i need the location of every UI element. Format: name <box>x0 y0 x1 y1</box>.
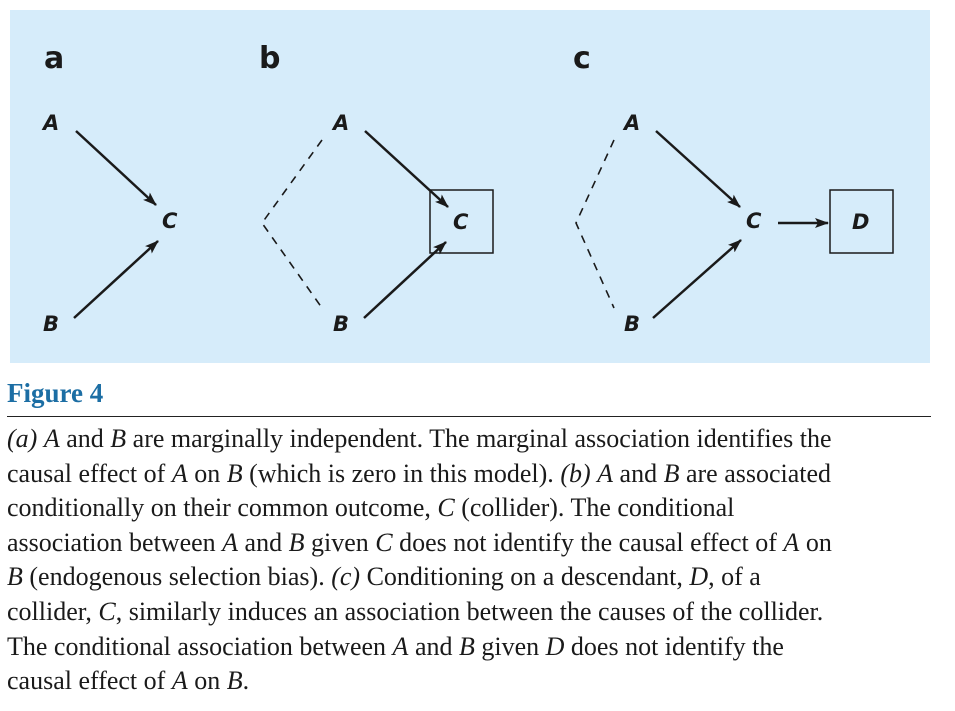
node-b: B <box>624 312 640 336</box>
caption-italic-run: D <box>689 562 709 592</box>
panel-letter-a: a <box>44 41 64 76</box>
caption-italic-run: C <box>437 493 455 523</box>
caption-text-run: , of a <box>708 562 761 592</box>
caption-line: (a) A and B are marginally independent. … <box>7 422 942 457</box>
caption-line: collider, C, similarly induces an associ… <box>7 595 942 630</box>
caption-text-run: Conditioning on a descendant, <box>360 562 690 592</box>
causal-diagrams: a A C B b A C B c A C B D <box>41 41 894 336</box>
caption-italic-run: A <box>171 458 188 488</box>
caption-italic-run: (a) <box>7 424 38 453</box>
figure-label: Figure 4 <box>7 378 104 408</box>
caption-italic-run: C <box>98 596 116 626</box>
caption-italic-run: B <box>226 666 243 696</box>
caption-italic-run: C <box>375 527 393 557</box>
caption-text-run: (collider). The conditional <box>454 493 735 523</box>
caption-italic-run: A <box>43 424 60 453</box>
caption-italic-run: B <box>458 631 475 661</box>
panel-b: b A C B <box>259 41 494 336</box>
caption-text-run: does not identify the <box>564 631 784 661</box>
caption-text-run: , similarly induces an association betwe… <box>115 596 824 626</box>
induced-association <box>261 139 323 309</box>
node-a: A <box>331 111 349 135</box>
caption-text-run: are marginally independent. The marginal… <box>126 424 832 453</box>
node-b: B <box>333 312 349 336</box>
caption-italic-run: A <box>392 631 409 661</box>
caption-line: The conditional association between A an… <box>7 630 942 665</box>
panel-a: a A C B <box>41 41 178 336</box>
caption-text-run: causal effect of <box>7 458 172 488</box>
caption-italic-run: B <box>7 562 23 592</box>
node-a: A <box>622 111 640 135</box>
caption-text-run: association between <box>7 527 223 557</box>
node-c: C <box>746 209 762 233</box>
induced-association <box>575 139 615 309</box>
caption-line: causal effect of A on B (which is zero i… <box>7 457 942 492</box>
caption-text-run: (endogenous selection bias). <box>22 562 332 592</box>
caption-italic-run: (c) <box>331 562 361 592</box>
caption-text-run: causal effect of <box>7 666 172 696</box>
caption-italic-run: (b) <box>560 458 591 488</box>
conditioned-box <box>429 189 494 254</box>
arrow-a-to-c <box>655 130 741 208</box>
caption-line: conditionally on their common outcome, C… <box>7 491 942 526</box>
caption-italic-run: B <box>226 458 243 488</box>
caption-text-run: does not identify the causal effect of <box>392 527 784 557</box>
caption-divider <box>7 416 931 417</box>
caption-italic-run: A <box>222 527 239 557</box>
caption-text-run: collider, <box>7 596 99 626</box>
figure-panel: a A C B b A C B c A C B D <box>10 10 930 363</box>
node-c: C <box>162 209 178 233</box>
caption-text-run: and <box>59 424 111 453</box>
caption-italic-run: A <box>171 666 188 696</box>
caption-text-run: are associated <box>679 458 832 488</box>
caption-line: B (endogenous selection bias). (c) Condi… <box>7 560 942 595</box>
node-a: A <box>41 111 59 135</box>
caption-text-run: (which is zero in this model). <box>242 458 561 488</box>
panel-letter-b: b <box>259 41 280 76</box>
caption-text-run: conditionally on their common outcome, <box>7 493 438 523</box>
caption-italic-run: A <box>597 458 614 488</box>
node-d: D <box>852 210 869 234</box>
panel-letter-c: c <box>573 41 591 76</box>
caption-text-run: and <box>613 458 664 488</box>
caption-text-run: and <box>238 527 289 557</box>
arrow-a-to-c <box>75 130 157 206</box>
caption-italic-run: B <box>288 527 305 557</box>
node-c: C <box>453 210 469 234</box>
caption-italic-run: B <box>663 458 680 488</box>
figure-caption: (a) A and B are marginally independent. … <box>7 422 942 699</box>
caption-italic-run: D <box>545 631 565 661</box>
caption-text-run: given <box>304 527 376 557</box>
caption-line: causal effect of A on B. <box>7 664 942 699</box>
arrow-a-to-c <box>364 130 449 208</box>
caption-text-run: on <box>187 666 227 696</box>
caption-text-run: on <box>799 527 832 557</box>
arrow-b-to-c <box>652 239 742 319</box>
caption-text-run: . <box>242 666 250 696</box>
arrow-b-to-c <box>363 241 447 319</box>
caption-italic-run: A <box>783 527 800 557</box>
caption-text-run: The conditional association between <box>7 631 393 661</box>
caption-text-run: given <box>474 631 546 661</box>
caption-line: association between A and B given C does… <box>7 526 942 561</box>
node-b: B <box>43 312 59 336</box>
caption-text-run: on <box>187 458 227 488</box>
caption-text-run: and <box>408 631 459 661</box>
caption-italic-run: B <box>110 424 127 453</box>
arrow-b-to-c <box>73 240 159 319</box>
panel-c: c A C B D <box>573 41 894 336</box>
conditioned-box <box>829 189 894 254</box>
